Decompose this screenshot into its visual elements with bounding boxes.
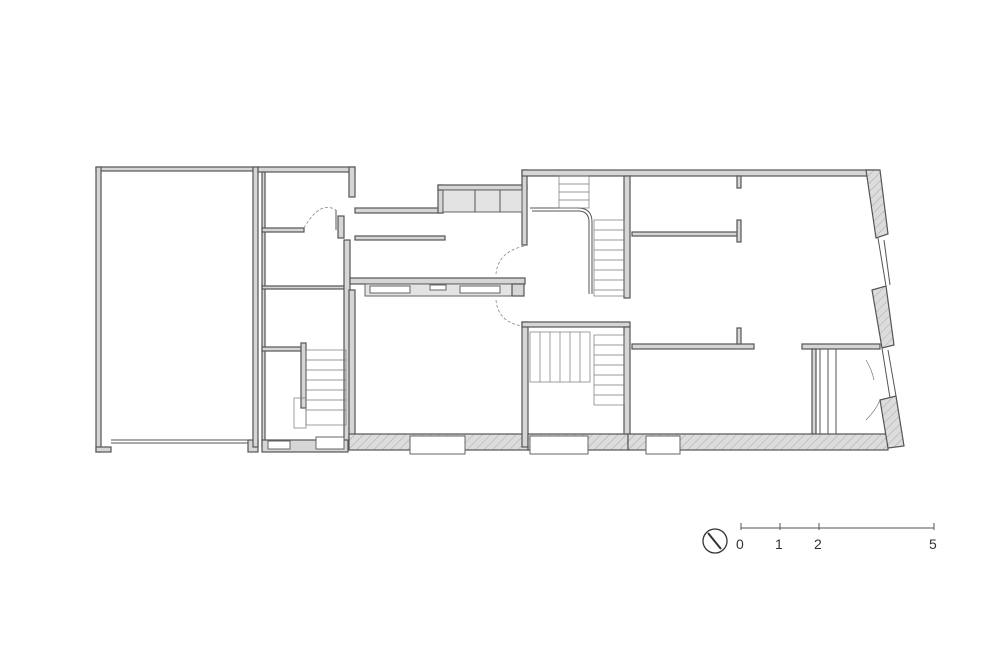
scale-bar: 0 1 2 5 bbox=[702, 523, 937, 554]
north-arrow-needle bbox=[707, 532, 722, 550]
stair-core bbox=[521, 169, 878, 455]
scale-label-5: 5 bbox=[929, 536, 937, 552]
north-arrow-icon bbox=[702, 528, 728, 554]
service-strip bbox=[257, 166, 356, 453]
central-rooms bbox=[337, 169, 530, 455]
small-stair bbox=[293, 349, 347, 429]
scale-label-1: 1 bbox=[775, 536, 783, 552]
scale-label-0: 0 bbox=[736, 536, 744, 552]
right-rooms bbox=[627, 169, 905, 455]
garage-room bbox=[95, 166, 259, 453]
scale-label-2: 2 bbox=[814, 536, 822, 552]
